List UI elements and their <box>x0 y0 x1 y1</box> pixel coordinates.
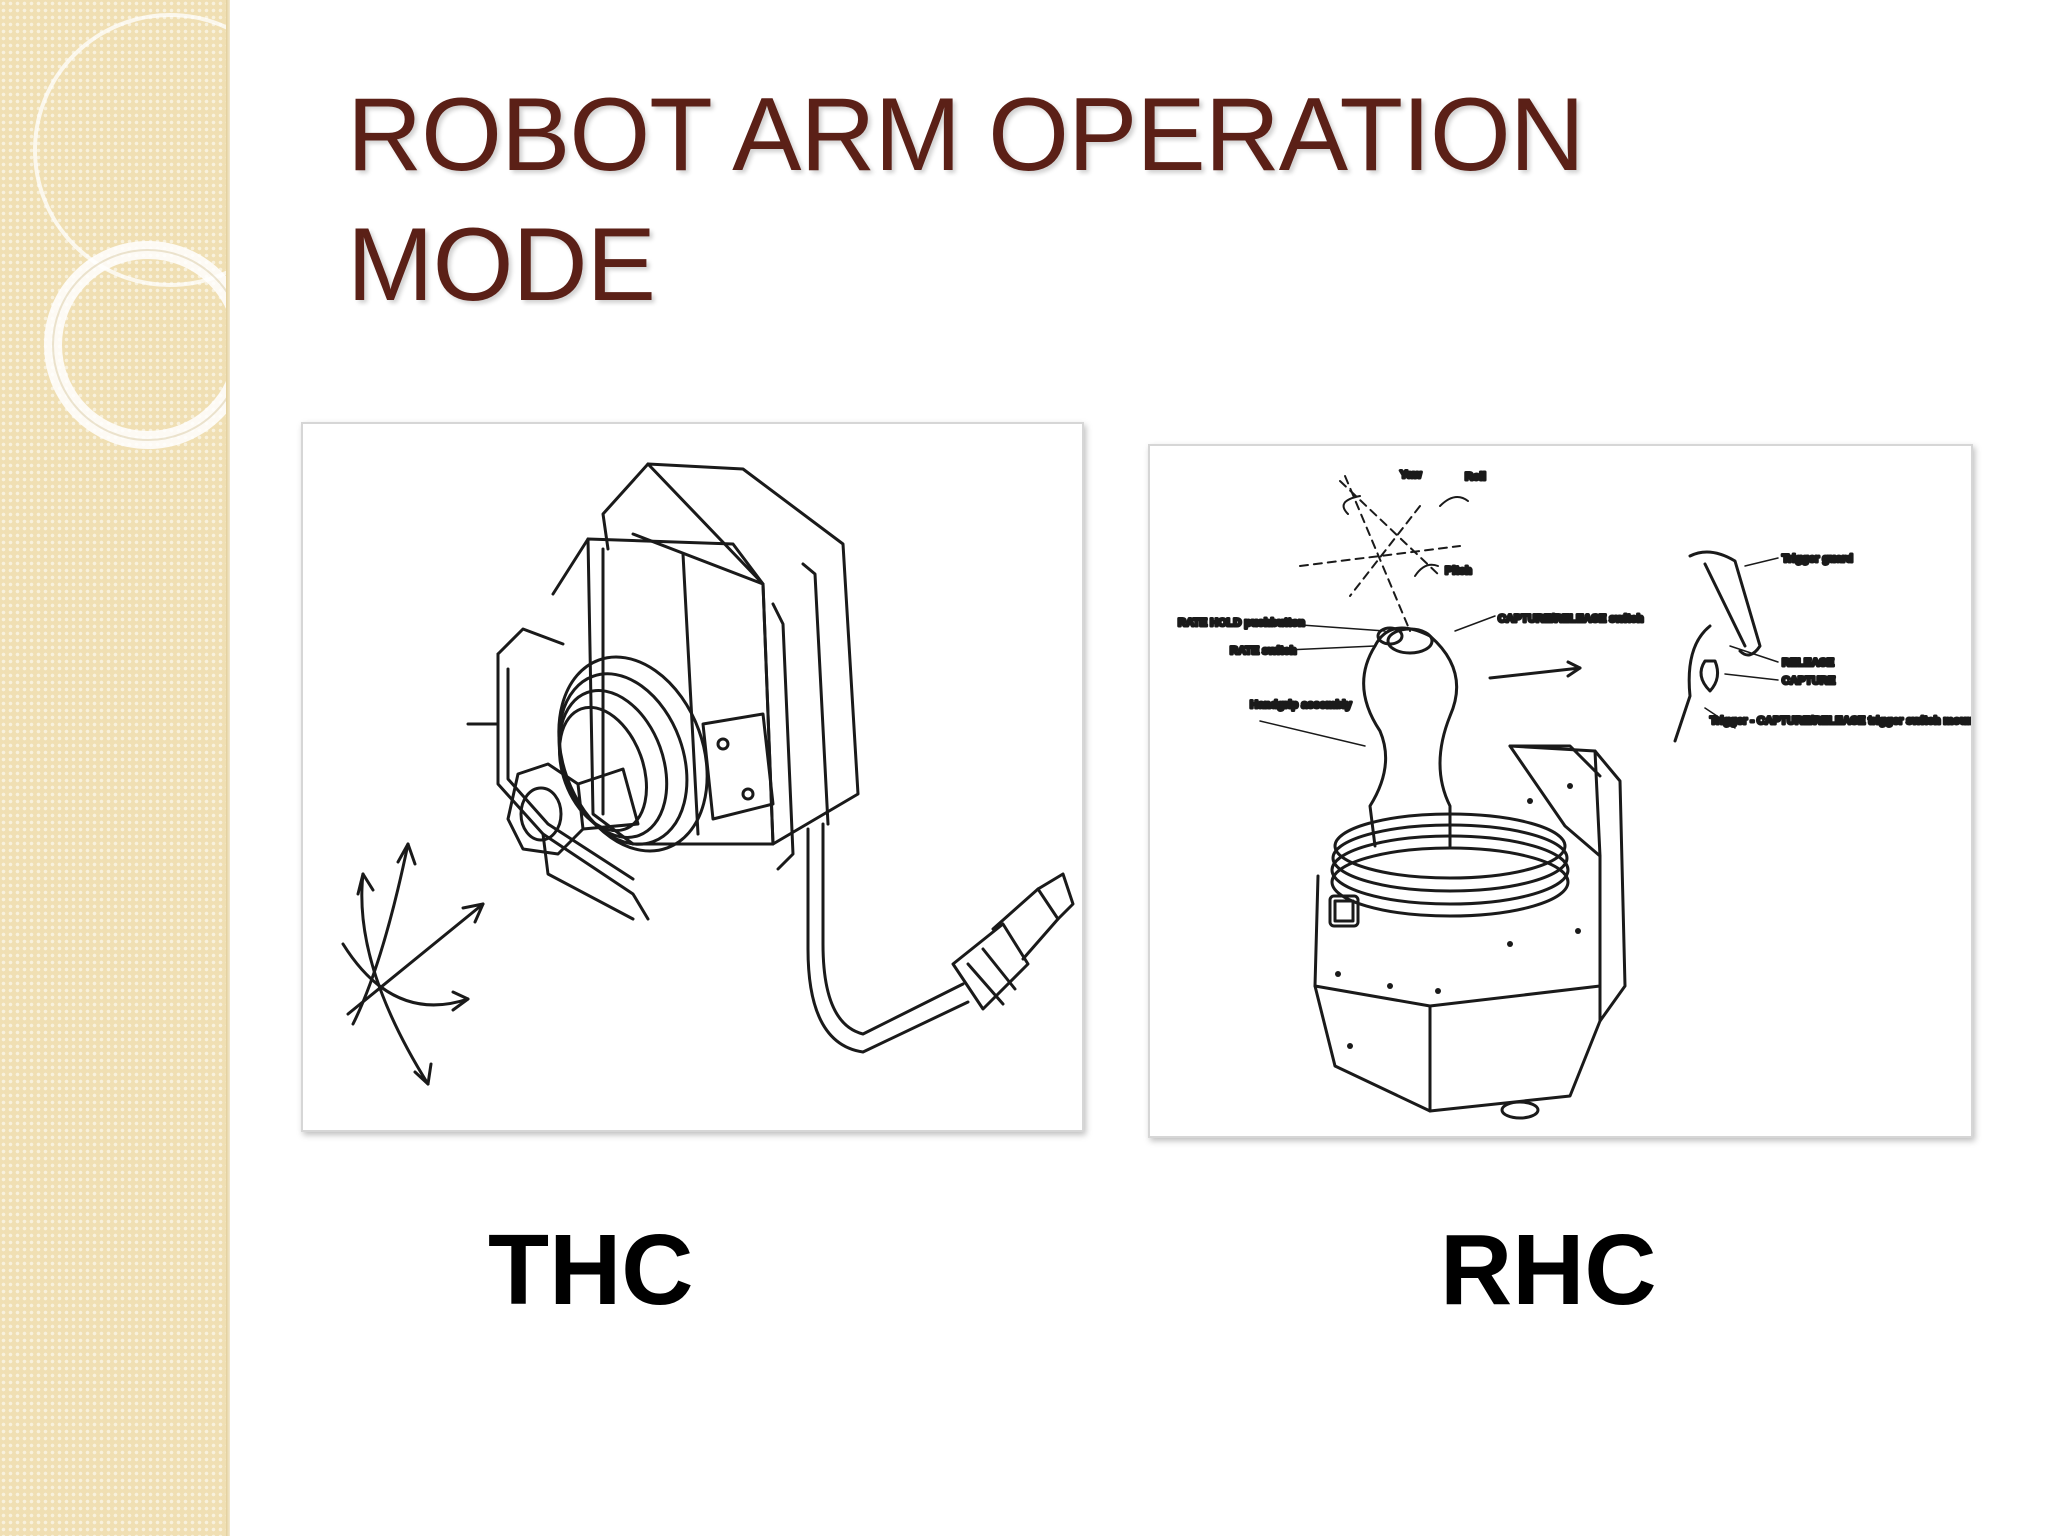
rhc-label-trigger-guard: Trigger guard <box>1782 553 1853 565</box>
thc-caption: THC <box>488 1214 694 1326</box>
rhc-figure: Yaw Roll Pitch RATE HOLD pushbutton RATE… <box>1148 444 1973 1138</box>
rhc-label-yaw: Yaw <box>1400 469 1422 481</box>
rhc-label-capture: CAPTURE <box>1782 675 1835 687</box>
rhc-drawing: Yaw Roll Pitch RATE HOLD pushbutton RATE… <box>1177 468 1971 1120</box>
rhc-label-rate-switch: RATE switch <box>1230 645 1297 657</box>
decorative-sidebar <box>0 0 230 1536</box>
rhc-caption: RHC <box>1440 1214 1657 1326</box>
rhc-label-release: RELEASE <box>1782 657 1834 669</box>
thc-figure <box>301 422 1084 1132</box>
rhc-label-pitch: Pitch <box>1445 565 1472 577</box>
rhc-label-handgrip: Handgrip assembly <box>1250 699 1352 711</box>
decorative-rings <box>33 13 230 449</box>
rhc-label-capture-release-switch: CAPTURE/RELEASE switch <box>1498 613 1644 625</box>
thc-drawing <box>341 462 1075 1086</box>
rhc-label-trigger-note: Trigger - CAPTURE/RELEASE trigger switch… <box>1710 715 1971 727</box>
rhc-label-roll: Roll <box>1465 471 1486 483</box>
sidebar-edge <box>226 0 230 1536</box>
slide-title: ROBOT ARM OPERATION MODE <box>347 77 1585 323</box>
rhc-label-rate-hold: RATE HOLD pushbutton <box>1178 617 1305 629</box>
